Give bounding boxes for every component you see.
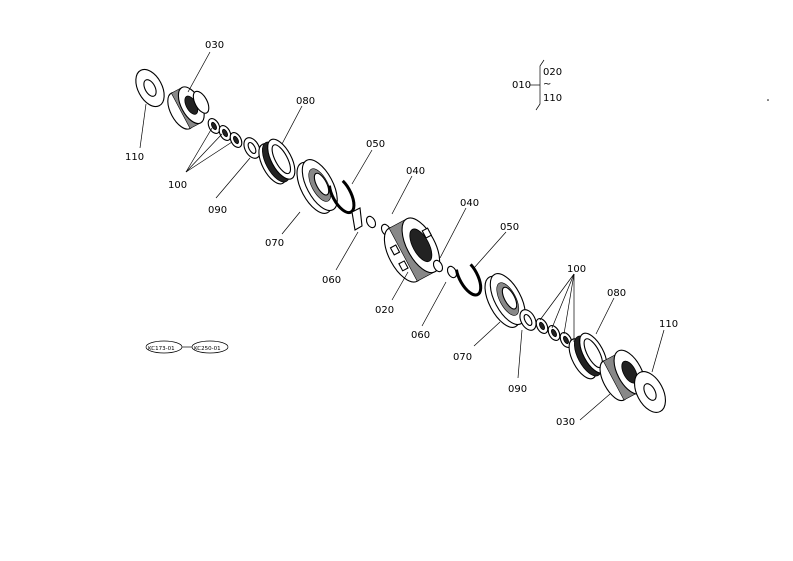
callout-060-right: 060 xyxy=(411,330,430,341)
reference-bubbles: KC173-01 KC250-01 xyxy=(145,340,229,354)
leader-lines xyxy=(139,51,665,421)
callout-110-left: 110 xyxy=(125,152,144,163)
callout-070-left: 070 xyxy=(265,238,284,249)
callout-030-right: 030 xyxy=(556,417,575,428)
legend-to-number: 110 xyxy=(543,93,562,104)
part-070-right-bearing xyxy=(484,273,526,328)
part-050-right-snap-ring xyxy=(454,263,483,297)
part-020-hub-sleeve xyxy=(383,217,441,283)
parts xyxy=(135,68,666,413)
callout-040-right: 040 xyxy=(460,198,479,209)
part-100-left-needle-bearings xyxy=(207,118,243,148)
callout-100-left: 100 xyxy=(168,180,187,191)
part-090-right-ring xyxy=(519,309,537,331)
part-050-left-snap-ring xyxy=(327,179,356,215)
callout-050-right: 050 xyxy=(500,222,519,233)
callout-040-left: 040 xyxy=(406,166,425,177)
part-080-left-synchro-ring xyxy=(258,138,296,185)
callout-110-right: 110 xyxy=(659,319,678,330)
callout-030-left: 030 xyxy=(205,40,224,51)
callout-090-right: 090 xyxy=(508,384,527,395)
callout-100-right: 100 xyxy=(567,264,586,275)
assembly-legend: 010 020 ~ 110 xyxy=(512,59,562,111)
part-110-right-washer xyxy=(634,371,666,413)
legend-tilde: ~ xyxy=(543,79,551,90)
ref-bubble-right xyxy=(191,340,229,354)
part-110-left-washer xyxy=(135,68,165,108)
callout-080-right: 080 xyxy=(607,288,626,299)
part-100-right-needle-bearings xyxy=(535,318,573,348)
part-030-left-gear xyxy=(167,86,210,130)
callout-labels: 030 110 100 090 080 070 050 060 040 020 … xyxy=(125,40,678,428)
callout-080-left: 080 xyxy=(296,96,315,107)
stray-dot xyxy=(767,99,769,101)
callout-090-left: 090 xyxy=(208,205,227,216)
legend-main-number: 010 xyxy=(512,80,531,91)
callout-070-right: 070 xyxy=(453,352,472,363)
part-060-left-keys xyxy=(351,207,392,237)
part-090-left-ring xyxy=(243,137,261,159)
legend-from-number: 020 xyxy=(543,67,562,78)
part-080-right-synchro-ring xyxy=(568,332,608,380)
callout-020: 020 xyxy=(375,305,394,316)
part-060-right-keys xyxy=(432,259,458,279)
part-070-left-bearing xyxy=(296,159,338,214)
callout-060-left: 060 xyxy=(322,275,341,286)
ref-label-right: KC250-01 xyxy=(194,346,221,352)
callout-050-left: 050 xyxy=(366,139,385,150)
ref-label-left: KC173-01 xyxy=(148,346,175,352)
